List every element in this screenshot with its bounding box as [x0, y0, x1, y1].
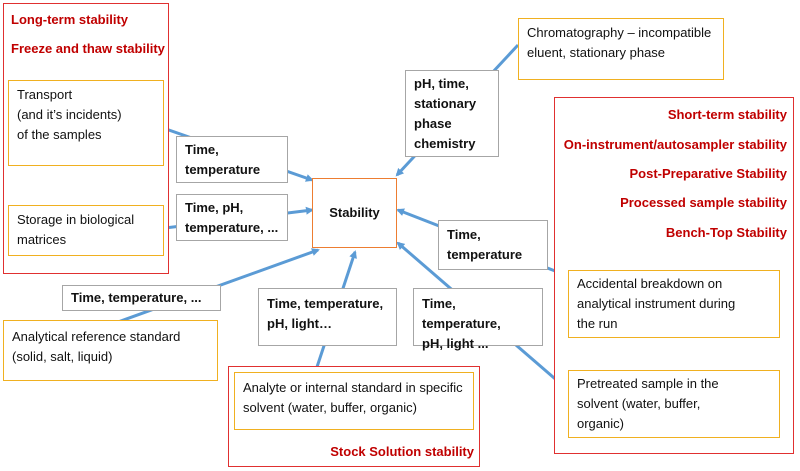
post-preparative-stability-label: Post-Preparative Stability	[629, 166, 788, 181]
stability-center-box: Stability	[312, 178, 397, 248]
factor-transport-text: Time, temperature	[185, 142, 261, 177]
pretreated-box: Pretreated sample in the solvent (water,…	[568, 370, 780, 438]
stock-solution-stability-label: Stock Solution stability	[330, 444, 474, 459]
processed-sample-stability-label: Processed sample stability	[620, 195, 787, 210]
factor-storage-text: Time, pH, temperature, ...	[185, 200, 279, 235]
bench-top-stability-label: Bench-Top Stability	[665, 225, 787, 240]
storage-box: Storage in biological matrices	[8, 205, 164, 256]
factor-accidental: Time, temperature	[438, 220, 548, 270]
factor-reference-text: Time, temperature, ...	[71, 290, 202, 305]
reference-box: Analytical reference standard (solid, sa…	[3, 320, 218, 381]
reference-text: Analytical reference standard (solid, sa…	[12, 329, 181, 364]
short-term-stability-label: Short-term stability	[667, 107, 787, 122]
transport-box: Transport (and it’s incidents) of the sa…	[8, 80, 164, 166]
analyte-box: Analyte or internal standard in specific…	[234, 372, 474, 430]
analyte-text: Analyte or internal standard in specific…	[243, 380, 463, 415]
stability-center-label: Stability	[329, 205, 380, 220]
transport-text: Transport (and it’s incidents) of the sa…	[17, 87, 122, 142]
factor-chromatography: pH, time, stationary phase chemistry	[405, 70, 499, 157]
freeze-thaw-stability-label: Freeze and thaw stability	[11, 41, 165, 56]
accidental-text: Accidental breakdown on analytical instr…	[577, 276, 736, 331]
accidental-box: Accidental breakdown on analytical instr…	[568, 270, 780, 338]
pretreated-text: Pretreated sample in the solvent (water,…	[577, 376, 719, 431]
factor-pretreated-text: Time, temperature, pH, light ...	[422, 296, 501, 351]
factor-chromatography-text: pH, time, stationary phase chemistry	[414, 76, 477, 151]
chromatography-text: Chromatography – incompatible eluent, st…	[527, 25, 712, 60]
factor-analyte-text: Time, temperature, pH, light…	[267, 296, 384, 331]
factor-analyte: Time, temperature, pH, light…	[258, 288, 397, 346]
factor-transport: Time, temperature	[176, 136, 288, 183]
factor-storage: Time, pH, temperature, ...	[176, 194, 288, 241]
storage-text: Storage in biological matrices	[17, 212, 135, 247]
long-term-stability-label: Long-term stability	[11, 12, 129, 27]
factor-accidental-text: Time, temperature	[447, 227, 523, 262]
factor-pretreated: Time, temperature, pH, light ...	[413, 288, 543, 351]
factor-reference: Time, temperature, ...	[62, 285, 221, 311]
chromatography-box: Chromatography – incompatible eluent, st…	[518, 18, 724, 80]
on-instrument-stability-label: On-instrument/autosampler stability	[563, 137, 787, 152]
